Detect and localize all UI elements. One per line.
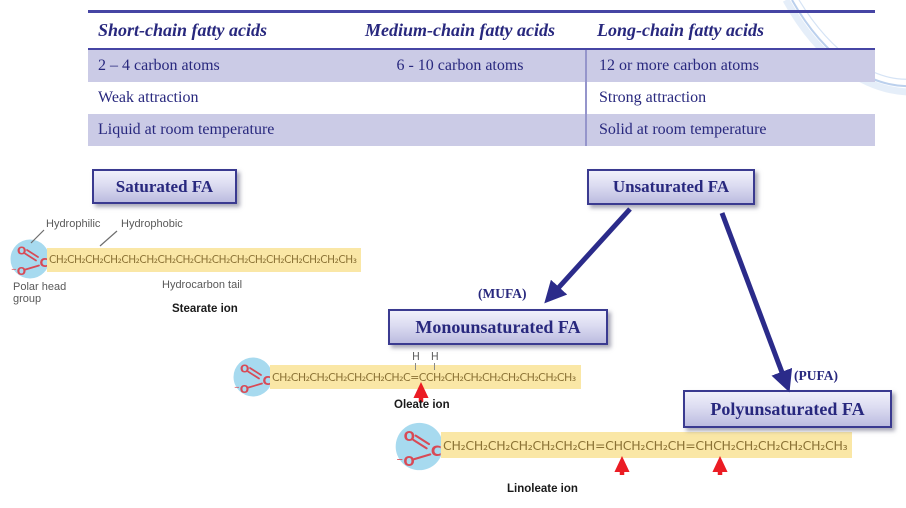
bond-tick [415,363,417,370]
carboxyl-carbon-label: C [40,256,49,270]
polyunsaturated-fa-box: Polyunsaturated FA [683,390,892,428]
hydrogen-label: H [430,351,439,363]
unsaturated-fa-box: Unsaturated FA [587,169,755,205]
arrow-unsaturated-to-pufa [719,212,793,393]
carboxyl-carbon-label: C [431,443,442,460]
oleate-caption: Oleate ion [394,399,450,411]
oxygen-anion-label: ⁻O [11,265,26,278]
table-row: Weak attraction Strong attraction [88,82,875,114]
oxygen-atom-label: O [17,245,26,258]
pufa-label: (PUFA) [794,368,838,383]
oxygen-atom-label: O [404,430,415,445]
hydrophilic-label: Hydrophilic [46,218,101,230]
hydrocarbon-tail-label: Hydrocarbon tail [162,279,243,291]
table-header-row: Short-chain fatty acids Medium-chain fat… [88,13,875,50]
table-header-medium-chain: Medium-chain fatty acids [365,20,555,40]
polar-head-circle [233,357,273,397]
table-cell: 6 - 10 carbon atoms [396,57,524,74]
saturated-fa-box: Saturated FA [92,169,237,204]
table-cell: Solid at room temperature [585,114,875,146]
carboxylate-head-group: O ⁻O C [10,239,50,279]
arrow-unsaturated-to-mufa [544,207,632,304]
table-header-short-chain: Short-chain fatty acids [98,20,268,40]
mufa-label: (MUFA) [478,286,527,301]
table-cell: Strong attraction [585,82,875,114]
table-row: Liquid at room temperature Solid at room… [88,114,875,146]
linoleate-caption: Linoleate ion [507,483,578,495]
polar-head-circle [10,239,50,279]
linoleate-chain-formula: CH₂CH₂CH₂CH₂CH₂CH₂CH=CHCH₂CH₂CH=CHCH₂CH₂… [443,437,848,453]
stearate-caption: Stearate ion [172,303,238,315]
polar-head-circle [395,422,444,471]
table-cell [335,114,585,146]
table-header-long-chain: Long-chain fatty acids [597,20,764,40]
table-row: 2 – 4 carbon atoms 6 - 10 carbon atoms 1… [88,50,875,82]
oxygen-anion-label: ⁻O [396,455,414,470]
oxygen-anion-label: ⁻O [234,383,249,396]
carboxylate-head-group: O ⁻O C [395,422,444,471]
polar-head-group-label: Polar head group [13,281,67,305]
hydrocarbon-chain-highlight: CH₂CH₂CH₂CH₂CH₂CH₂CH=CHCH₂CH₂CH=CHCH₂CH₂… [441,432,853,458]
table-cell: Liquid at room temperature [98,121,275,138]
table-cell: 2 – 4 carbon atoms [98,57,220,74]
hydrophobic-label: Hydrophobic [121,218,183,230]
cis-double-bond-hydrogens: H H [412,352,439,370]
monounsaturated-fa-box: Monounsaturated FA [388,309,608,345]
oleate-chain-formula: CH₂CH₂CH₂CH₂CH₂CH₂CH₂C=CCH₂CH₂CH₂CH₂CH₂C… [272,370,576,384]
oxygen-atom-label: O [240,363,249,376]
fatty-acid-comparison-table: Short-chain fatty acids Medium-chain fat… [88,10,875,146]
table-cell [335,82,585,114]
table-cell: Weak attraction [98,89,199,106]
carboxyl-carbon-label: C [263,374,272,388]
hydrocarbon-chain-highlight: CH₂CH₂CH₂CH₂CH₂CH₂CH₂CH₂CH₂CH₂CH₂CH₂CH₂C… [47,248,362,272]
carboxylate-head-group: O ⁻O C [233,357,273,397]
hydrogen-label: H [412,351,420,363]
table-cell: 12 or more carbon atoms [585,50,875,82]
stearate-chain-formula: CH₂CH₂CH₂CH₂CH₂CH₂CH₂CH₂CH₂CH₂CH₂CH₂CH₂C… [49,254,357,266]
bond-tick [434,363,436,370]
hydrophobic-pointer-line [99,230,118,247]
